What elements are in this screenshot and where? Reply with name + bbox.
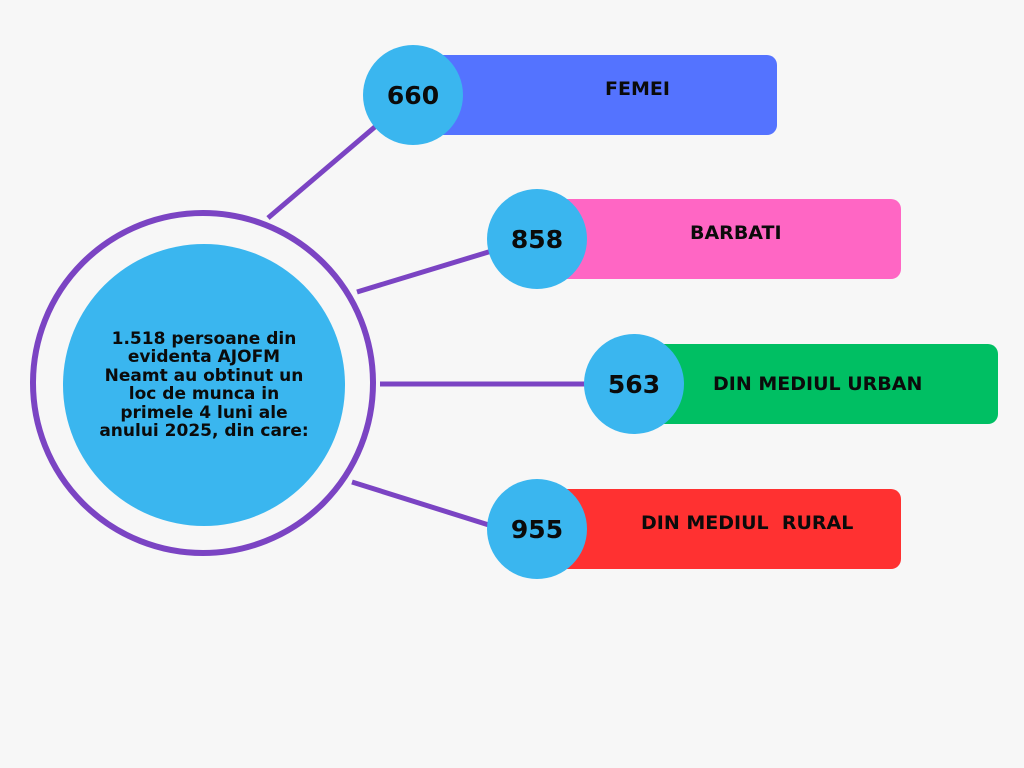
value-circle-urban: 563	[584, 334, 684, 434]
connector-line-femei	[266, 118, 385, 220]
bar-barbati: BARBATI	[550, 199, 901, 279]
label-rural: DIN MEDIUL RURAL	[641, 512, 854, 534]
connector-line-rural	[351, 479, 493, 529]
bar-urban: DIN MEDIUL URBAN	[645, 344, 998, 424]
label-femei: FEMEI	[605, 78, 670, 100]
value-barbati: 858	[510, 224, 564, 254]
value-circle-barbati: 858	[487, 189, 587, 289]
value-circle-rural: 955	[487, 479, 587, 579]
value-rural: 955	[510, 514, 564, 544]
label-urban: DIN MEDIUL URBAN	[713, 373, 923, 395]
connector-line-barbati	[356, 247, 496, 295]
value-circle-femei: 660	[363, 45, 463, 145]
value-femei: 660	[386, 80, 440, 110]
bar-rural: DIN MEDIUL RURAL	[550, 489, 901, 569]
label-barbati: BARBATI	[690, 222, 782, 244]
center-summary-text: 1.518 persoane din evidenta AJOFM Neamt …	[99, 328, 309, 441]
bar-femei: FEMEI	[425, 55, 777, 135]
value-urban: 563	[607, 369, 661, 399]
center-circle: 1.518 persoane din evidenta AJOFM Neamt …	[63, 244, 345, 526]
